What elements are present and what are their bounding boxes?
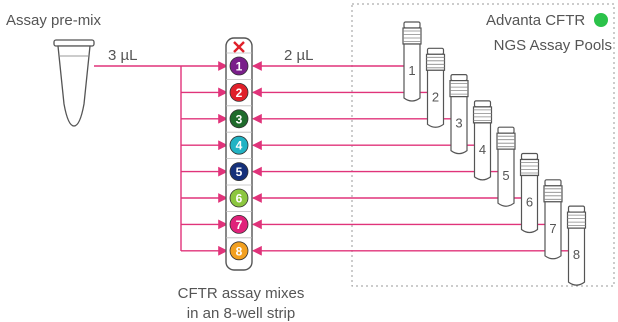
tube-number: 2: [432, 89, 439, 104]
tube-body: [426, 69, 445, 128]
left-arrows: [181, 61, 228, 256]
assay-pool-tube-3: 3: [449, 73, 469, 155]
strip-caption-line2: in an 8-well strip: [187, 305, 295, 322]
well-number: 3: [236, 112, 243, 126]
well-strip: 1 2 3 4 5 6 7 8: [225, 37, 253, 271]
tube-body: [497, 148, 515, 207]
well-number: 4: [236, 139, 243, 153]
volume-right-label: 2 µL: [284, 47, 314, 64]
tube-cap: [473, 100, 492, 108]
assay-pool-tube-5: 5: [496, 126, 516, 207]
well-1: 1: [229, 56, 249, 76]
well-number: 5: [236, 165, 243, 179]
well-circle: [229, 109, 249, 129]
assay-pool-tube-8: 8: [566, 205, 587, 286]
tube-body: [473, 122, 492, 181]
well-circle: [229, 241, 249, 261]
well-circle: [229, 188, 249, 208]
tube-number: 3: [455, 116, 462, 131]
pools-title-line1: Advanta CFTR: [486, 12, 585, 29]
well-number: 6: [236, 192, 243, 206]
well-number: 8: [236, 244, 243, 258]
tube-number: 1: [408, 63, 415, 78]
tube-cap: [544, 179, 562, 187]
assay-pool-tube-1: 1: [402, 21, 422, 102]
assay-pool-tube-2: 2: [425, 47, 446, 128]
well-number: 7: [236, 218, 243, 232]
x-mark-icon: [233, 41, 245, 53]
tube-body: [450, 96, 468, 155]
tube-cap: [403, 21, 421, 29]
tube-number: 5: [502, 168, 509, 183]
well-4: 4: [229, 135, 249, 155]
tube-body: [544, 201, 562, 260]
tube-cap: [497, 126, 515, 134]
well-circle: [229, 214, 249, 234]
premix-label: Assay pre-mix: [6, 12, 102, 29]
well-circle: [229, 162, 249, 182]
tube-cap: [450, 73, 468, 82]
strip-caption-line1: CFTR assay mixes: [178, 285, 305, 302]
assay-pool-tube-6: 6: [519, 152, 540, 234]
tube-body: [567, 227, 586, 286]
well-3: 3: [229, 109, 249, 129]
well-circle: [229, 135, 249, 155]
status-dot-icon: [594, 13, 608, 27]
well-7: 7: [229, 214, 249, 234]
tube-body: [403, 43, 421, 102]
assay-pool-tube-7: 7: [543, 179, 563, 260]
tube-cap: [567, 205, 586, 213]
tube-cap: [426, 47, 445, 55]
well-circle: [229, 83, 249, 102]
premix-tube-icon: [53, 39, 95, 127]
volume-left-label: 3 µL: [108, 47, 138, 64]
assay-pool-tube-4: 4: [472, 100, 493, 181]
well-number: 2: [236, 86, 243, 100]
well-circle: [229, 56, 249, 76]
tube-body: [520, 174, 539, 234]
right-arrows: [252, 61, 569, 256]
well-8: 8: [229, 241, 249, 261]
pools-title-line2: NGS Assay Pools: [494, 37, 612, 54]
tube-number: 6: [526, 195, 533, 210]
well-2: 2: [229, 83, 249, 102]
tube-number: 4: [479, 142, 486, 157]
well-6: 6: [229, 188, 249, 208]
tube-number: 7: [549, 221, 556, 236]
well-5: 5: [229, 162, 249, 182]
tube-number: 8: [573, 247, 580, 262]
tube-cap: [520, 152, 539, 161]
well-number: 1: [236, 60, 243, 74]
